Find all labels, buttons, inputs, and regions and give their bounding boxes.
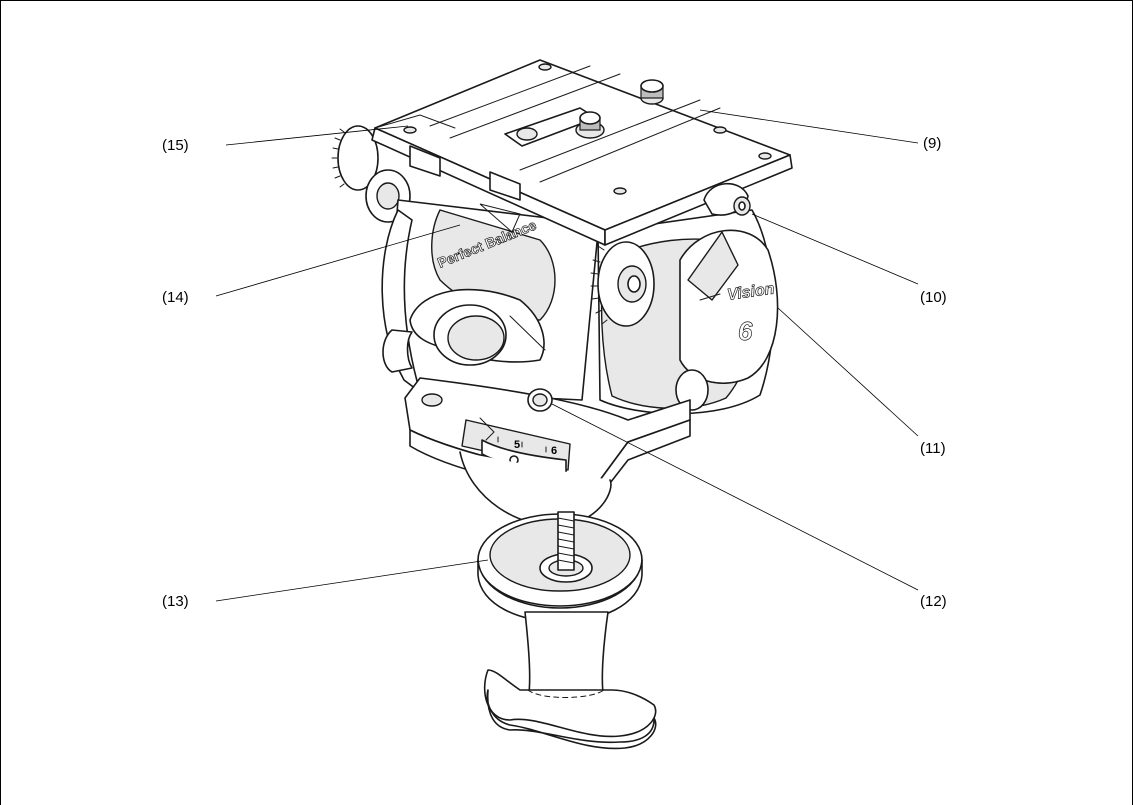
leader-10: [751, 213, 919, 285]
callout-13: (13): [162, 593, 189, 610]
leader-11: [777, 307, 919, 437]
callout-labels: (15) (14) (13) (9) (10) (11) (12): [162, 135, 947, 610]
callout-14: (14): [162, 289, 189, 306]
callout-10: (10): [920, 289, 947, 306]
camera-plate: [371, 59, 793, 246]
tie-down-handle: [483, 611, 657, 750]
leader-9: [699, 109, 919, 144]
callout-12: (12): [920, 593, 947, 610]
scale-digit-5: 5: [514, 439, 520, 451]
leader-12: [551, 403, 919, 591]
callout-11: (11): [920, 440, 946, 457]
model-number-label: 6: [738, 316, 753, 346]
threaded-stud: [557, 511, 575, 571]
balance-wing-knob: [409, 288, 546, 366]
leader-15: [225, 125, 409, 146]
leader-lines: [215, 109, 919, 602]
pan-tilt-head-illustration: Perfect Balance Vision: [331, 59, 793, 750]
callout-15: (15): [162, 137, 189, 154]
leader-14: [215, 224, 461, 297]
knurled-side-knob: [331, 125, 379, 191]
leader-13: [215, 559, 489, 602]
pan-lock-lever: [703, 182, 751, 216]
drag-dial: Vision 6: [679, 229, 779, 384]
callout-9: (9): [923, 135, 941, 152]
scale-digit-6: 6: [551, 445, 557, 457]
knurled-tilt-knob: [590, 241, 655, 327]
